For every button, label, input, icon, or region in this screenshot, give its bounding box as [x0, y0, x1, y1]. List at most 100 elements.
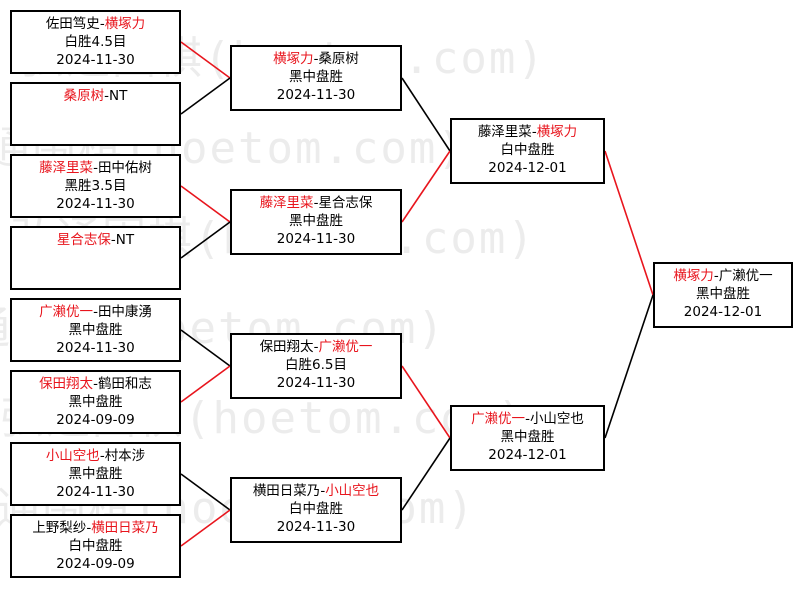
player-name: 村本涉 [104, 448, 146, 464]
match-players: 横塚力-广濑优一 [673, 268, 773, 284]
r3-match-box: 藤泽里菜-横塚力白中盘胜 2024-12-01 [450, 118, 605, 184]
player-name: 星合志保 [56, 232, 111, 248]
match-players: 小山空也-村本涉 [45, 448, 146, 464]
match-players: 藤泽里菜-田中佑树 [39, 160, 152, 176]
player-name: 横田日菜乃 [91, 520, 159, 536]
player-name: 桑原树 [63, 88, 105, 104]
match-players: 保田翔太-广濑优一 [259, 339, 373, 355]
player-name: 藤泽里菜 [39, 160, 94, 176]
player-name: 星合志保 [318, 195, 373, 211]
match-players: 保田翔太-鹤田和志 [39, 376, 152, 392]
player-name: 横塚力 [273, 51, 314, 67]
match-result: 白中盘胜 [68, 538, 123, 554]
player-name: 小山空也 [529, 411, 584, 427]
player-name: 藤泽里菜 [477, 124, 532, 140]
player-name: 上野梨纱 [32, 520, 87, 536]
r1-match-box: 小山空也-村本涉黑中盘胜 2024-11-30 [10, 442, 181, 506]
r1-match-box: 星合志保-NT [10, 226, 181, 290]
r2-match-box: 横塚力-桑原树黑中盘胜 2024-11-30 [230, 45, 402, 111]
match-result: 黑中盘胜 [68, 394, 123, 410]
player-name: 广濑优一 [471, 411, 526, 427]
match-date: 2024-11-30 [276, 375, 356, 391]
match-date: 2024-11-30 [56, 196, 135, 212]
winner-connector [180, 185, 231, 223]
r1-match-box: 藤泽里菜-田中佑树黑胜3.5目 2024-11-30 [10, 154, 181, 218]
loser-connector [180, 329, 231, 367]
r2-match-box: 保田翔太-广濑优一白胜6.5目 2024-11-30 [230, 333, 402, 399]
player-name: 藤泽里菜 [259, 195, 314, 211]
match-result: 黑中盘胜 [68, 466, 123, 482]
loser-connector [401, 437, 451, 511]
match-result: 白胜4.5目 [64, 34, 127, 50]
final-match-box: 横塚力-广濑优一黑中盘胜 2024-12-01 [653, 262, 793, 328]
match-result: 白胜6.5目 [285, 357, 347, 373]
player-name: 田中佑树 [97, 160, 152, 176]
match-result: 黑胜3.5目 [64, 178, 127, 194]
player-name: 广濑优一 [718, 268, 773, 284]
loser-connector [180, 221, 231, 259]
player-name: 横塚力 [673, 268, 714, 284]
player-name: 田中康湧 [97, 304, 152, 320]
player-name: 广濑优一 [39, 304, 94, 320]
match-players: 佐田笃史-横塚力 [45, 16, 146, 32]
player-name: 保田翔太 [39, 376, 94, 392]
loser-connector [180, 473, 231, 511]
player-name: 佐田笃史 [45, 16, 100, 32]
r1-match-box: 桑原树-NT [10, 82, 181, 146]
match-players: 横塚力-桑原树 [273, 51, 359, 67]
match-result: 黑中盘胜 [696, 286, 750, 302]
r1-match-box: 保田翔太-鹤田和志黑中盘胜 2024-09-09 [10, 370, 181, 434]
match-players: 藤泽里菜-星合志保 [259, 195, 373, 211]
winner-connector [180, 509, 231, 547]
match-date: 2024-09-09 [56, 412, 135, 428]
match-date: 2024-11-30 [56, 484, 135, 500]
match-result: 黑中盘胜 [500, 429, 555, 445]
winner-connector [401, 150, 451, 223]
match-players: 上野梨纱-横田日菜乃 [32, 520, 159, 536]
match-players: 星合志保-NT [56, 232, 135, 248]
player-name: 小山空也 [325, 483, 380, 499]
winner-connector [180, 41, 231, 79]
match-date: 2024-11-30 [276, 231, 356, 247]
match-result: 白中盘胜 [289, 501, 343, 517]
winner-connector [180, 365, 231, 403]
match-result: 白中盘胜 [500, 142, 555, 158]
r1-match-box: 上野梨纱-横田日菜乃白中盘胜 2024-09-09 [10, 514, 181, 578]
player-name: 桑原树 [318, 51, 359, 67]
match-result: 黑中盘胜 [68, 322, 123, 338]
match-date: 2024-11-30 [56, 340, 135, 356]
r1-match-box: 佐田笃史-横塚力白胜4.5目 2024-11-30 [10, 10, 181, 74]
r2-match-box: 藤泽里菜-星合志保黑中盘胜 2024-11-30 [230, 189, 402, 255]
player-name: NT [109, 88, 128, 104]
match-players: 广濑优一-小山空也 [471, 411, 584, 427]
match-date: 2024-11-30 [56, 52, 135, 68]
match-date: 2024-11-30 [276, 87, 356, 103]
match-players: 桑原树-NT [63, 88, 128, 104]
player-name: 横田日菜乃 [252, 483, 321, 499]
match-result: 黑中盘胜 [289, 213, 343, 229]
loser-connector [604, 294, 654, 439]
match-date: 2024-09-09 [56, 556, 135, 572]
winner-connector [604, 150, 654, 296]
player-name: 广濑优一 [318, 339, 373, 355]
r3-match-box: 广濑优一-小山空也黑中盘胜 2024-12-01 [450, 405, 605, 471]
player-name: 小山空也 [45, 448, 100, 464]
loser-connector [401, 77, 451, 152]
match-result: 黑中盘胜 [289, 69, 343, 85]
r2-match-box: 横田日菜乃-小山空也白中盘胜 2024-11-30 [230, 477, 402, 543]
match-date: 2024-11-30 [276, 519, 356, 535]
player-name: 保田翔太 [259, 339, 314, 355]
player-name: 横塚力 [104, 16, 146, 32]
match-players: 横田日菜乃-小山空也 [252, 483, 380, 499]
winner-connector [401, 365, 451, 439]
player-name: NT [115, 232, 135, 248]
player-name: 横塚力 [536, 124, 578, 140]
match-date: 2024-12-01 [488, 160, 567, 176]
match-players: 藤泽里菜-横塚力 [477, 124, 578, 140]
player-name: 鹤田和志 [97, 376, 152, 392]
match-date: 2024-12-01 [683, 304, 763, 320]
match-date: 2024-12-01 [488, 447, 567, 463]
loser-connector [180, 77, 231, 115]
